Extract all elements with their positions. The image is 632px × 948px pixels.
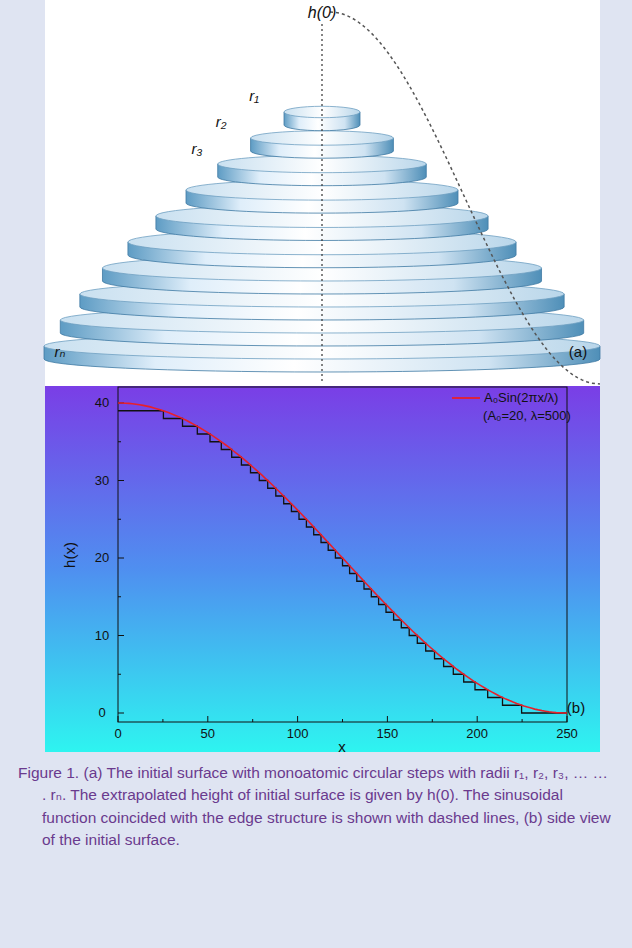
ticks: [118, 403, 567, 722]
y-tick-label: 10: [95, 628, 109, 642]
y-tick-label: 20: [95, 551, 109, 565]
sine-dashed: [330, 12, 600, 384]
x-tick: [477, 716, 478, 722]
x-tick: [118, 716, 119, 722]
panel-a-ground: [45, 0, 600, 386]
x-tick-label: 250: [556, 727, 578, 741]
axis-title: x: [338, 739, 346, 756]
radius-label: r₁: [249, 88, 259, 105]
x-minor-tick: [522, 719, 523, 722]
figure-caption: Figure 1. (a) The initial surface with m…: [18, 762, 614, 852]
x-minor-tick: [252, 719, 253, 722]
y-minor-tick: [118, 596, 121, 597]
panel-label: (a): [569, 344, 587, 361]
x-minor-tick: [162, 719, 163, 722]
axis-dotted: [321, 24, 322, 384]
x-tick: [207, 716, 208, 722]
x-tick-label: 50: [201, 727, 215, 741]
disk-top: [251, 131, 394, 145]
x-tick: [297, 716, 298, 722]
y-tick: [118, 480, 124, 481]
height-label: h(0): [308, 4, 336, 22]
panel-label: (b): [567, 700, 585, 717]
x-tick-label: 200: [466, 727, 488, 741]
x-tick: [387, 716, 388, 722]
radius-label: r₃: [192, 141, 203, 158]
x-minor-tick: [342, 719, 343, 722]
y-tick: [118, 558, 124, 559]
radius-label: r₂: [216, 114, 227, 131]
y-minor-tick: [118, 441, 121, 442]
sine-curve: [118, 403, 567, 713]
legend-text: A₀Sin(2πx/λ): [484, 390, 558, 405]
plot-frame: [118, 387, 567, 722]
y-minor-tick: [118, 674, 121, 675]
y-tick: [118, 713, 124, 714]
staircase: [118, 411, 567, 713]
axis-title: h(x): [62, 542, 79, 568]
x-tick: [567, 716, 568, 722]
panel-b-ground: [45, 386, 600, 752]
legend-note: (A₀=20, λ=500): [483, 409, 571, 423]
y-tick-label: 0: [98, 706, 105, 720]
y-tick-label: 30: [95, 473, 109, 487]
x-tick-label: 0: [114, 727, 121, 741]
x-tick-label: 150: [377, 727, 399, 741]
radius-label: rₙ: [55, 344, 66, 361]
x-minor-tick: [432, 719, 433, 722]
legend-line: [452, 397, 480, 399]
y-tick: [118, 635, 124, 636]
y-tick-label: 40: [95, 396, 109, 410]
y-minor-tick: [118, 519, 121, 520]
x-tick-label: 100: [287, 727, 309, 741]
